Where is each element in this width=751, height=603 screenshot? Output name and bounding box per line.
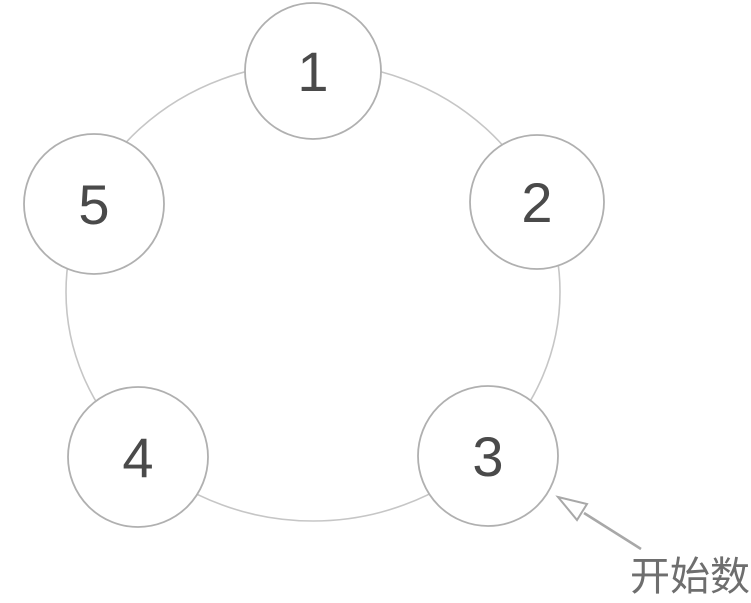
node-label-5: 5 [78, 173, 109, 236]
node-2: 2 [469, 134, 605, 270]
node-1: 1 [244, 2, 382, 140]
node-circle-3 [417, 385, 559, 527]
node-circle-5 [23, 133, 165, 275]
node-label-1: 1 [297, 40, 328, 103]
arrowhead-icon [555, 495, 589, 522]
node-circle-1 [244, 2, 382, 140]
node-3: 3 [417, 385, 559, 527]
node-label-4: 4 [122, 426, 153, 489]
node-label-3: 3 [472, 425, 503, 488]
node-label-2: 2 [521, 171, 552, 234]
node-4: 4 [67, 386, 209, 528]
arrow-line [583, 511, 642, 551]
annotation-arrow [555, 495, 642, 551]
node-circle-2 [469, 134, 605, 270]
node-circle-4 [67, 386, 209, 528]
annotation-label: 开始数 [630, 555, 750, 599]
node-5: 5 [23, 133, 165, 275]
